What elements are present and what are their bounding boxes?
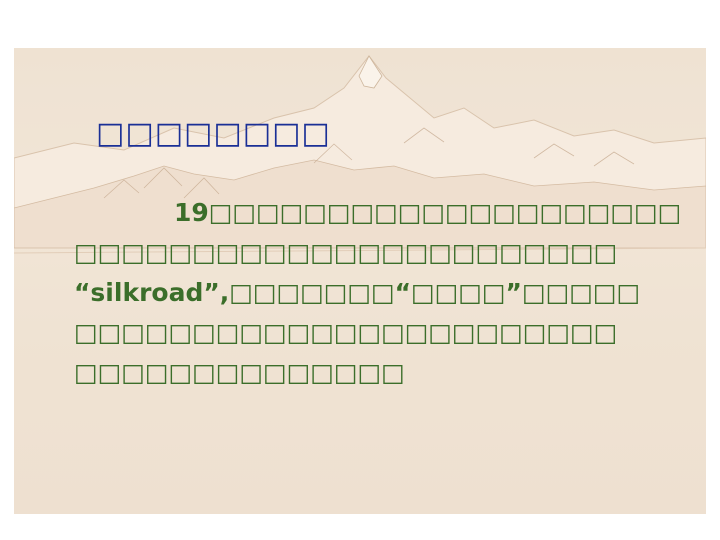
paragraph-line-5: □□□□□□□□□□□□□□ <box>74 358 405 387</box>
paragraph-line-4: □□□□□□□□□□□□□□□□□□□□□□□ <box>74 318 618 347</box>
slide-paragraph: 19□□□□□□□□□□□□□□□□□□□□ □□□□□□□□□□□□□□□□□… <box>74 193 682 393</box>
slide-background: □□□□□□□□ 19□□□□□□□□□□□□□□□□□□□□ □□□□□□□□… <box>14 48 706 514</box>
paragraph-line-3: “silkroad”,□□□□□□□“□□□□”□□□□□ <box>74 278 641 307</box>
paragraph-line-2: □□□□□□□□□□□□□□□□□□□□□□□ <box>74 238 618 267</box>
paragraph-line-1: 19□□□□□□□□□□□□□□□□□□□□ <box>174 198 682 227</box>
slide-title: □□□□□□□□ <box>96 116 331 151</box>
mountain-illustration <box>14 48 706 514</box>
